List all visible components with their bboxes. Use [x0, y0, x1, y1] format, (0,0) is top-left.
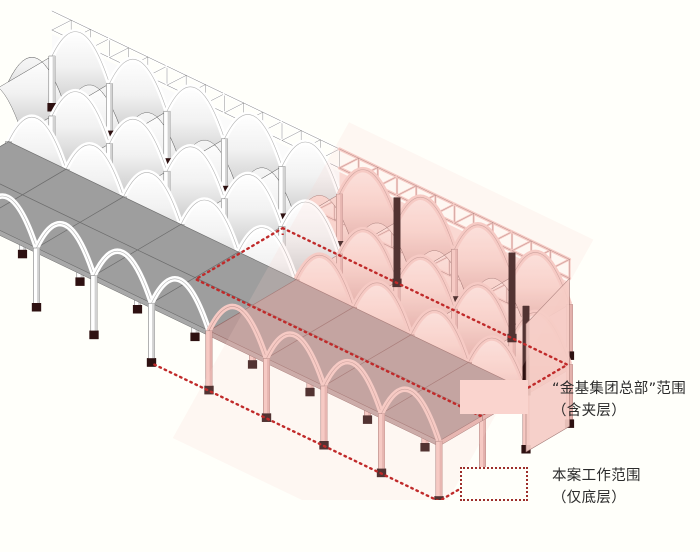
legend-item-work-scope: 本案工作范围 （仅底层）: [460, 465, 700, 510]
legend-item-headquarters: “金基集团总部”范围 （含夹层）: [460, 378, 700, 423]
building-massing: [0, 9, 594, 500]
legend-swatch-pink-fill: [460, 380, 528, 414]
legend: “金基集团总部”范围 （含夹层） 本案工作范围 （仅底层）: [460, 378, 700, 552]
axonometric-drawing: [0, 9, 594, 500]
legend-label-work-scope: 本案工作范围 （仅底层）: [552, 467, 641, 507]
legend-label-headquarters: “金基集团总部”范围 （含夹层）: [552, 381, 687, 420]
diagram-canvas: “金基集团总部”范围 （含夹层） 本案工作范围 （仅底层）: [0, 9, 686, 506]
legend-swatch-red-dotted: [460, 466, 528, 501]
